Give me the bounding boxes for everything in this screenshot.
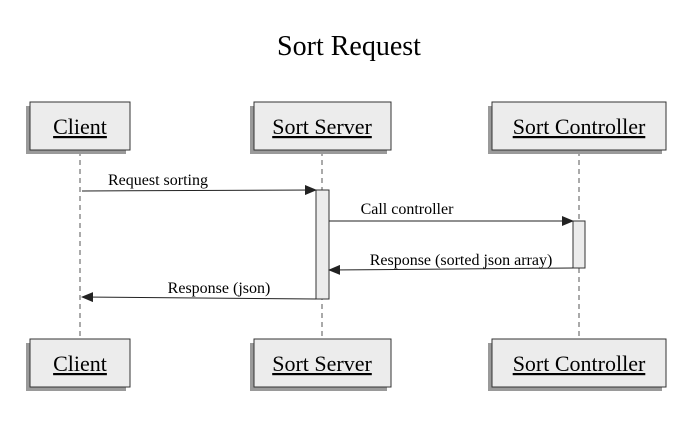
message-response-json: Response (json) [81,280,317,303]
message-response-sorted-json-array: Response (sorted json array) [328,252,574,275]
message-label: Response (sorted json array) [370,252,553,269]
participant-client-bottom: Client [26,338,131,391]
participant-sort-controller-top: Sort Controller [488,101,667,154]
message-label: Call controller [361,201,455,218]
diagram-title: Sort Request [277,31,421,62]
participant-label: Sort Server [272,114,372,139]
participant-label: Sort Server [272,351,372,376]
participant-label: Client [53,114,107,139]
message-label: Response (json) [168,280,271,297]
message-call-controller: Call controller [329,201,574,226]
activation-sort-controller [572,220,586,269]
participant-label: Sort Controller [513,114,646,139]
participant-sort-server-top: Sort Server [250,101,392,154]
participant-client-top: Client [26,101,131,154]
participant-label: Sort Controller [513,351,646,376]
message-request-sorting: Request sorting [81,172,317,196]
participant-label: Client [53,351,107,376]
activation-sort-server [315,189,330,300]
message-label: Request sorting [108,172,208,189]
participant-sort-server-bottom: Sort Server [250,338,392,391]
participant-sort-controller-bottom: Sort Controller [488,338,667,391]
